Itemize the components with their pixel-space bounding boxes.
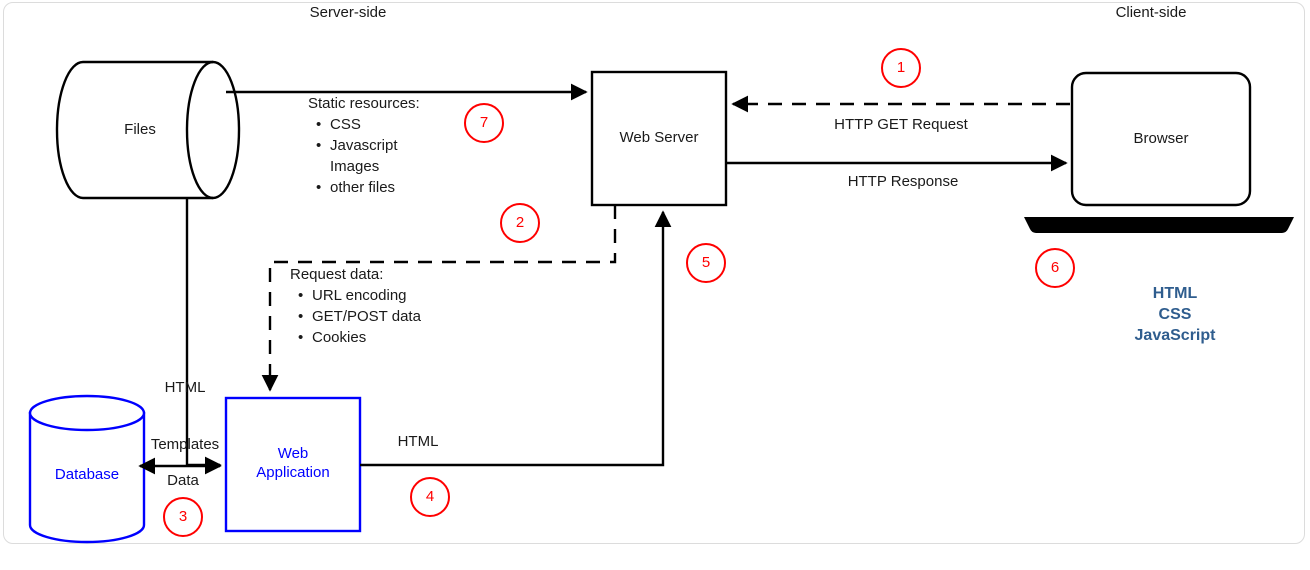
step-number-3: 3 (163, 497, 203, 537)
client-stack-html: HTML (1152, 285, 1198, 302)
list-item: Cookies (298, 327, 421, 348)
edge-html-to-webserver (360, 210, 672, 467)
web-server-box (590, 70, 728, 207)
client-side-title: Client-side (1115, 4, 1187, 21)
web-application-label: Web Application (226, 444, 360, 482)
list-item: CSS (316, 114, 420, 135)
client-stack-text: HTML CSS JavaScript (1110, 283, 1240, 346)
static-resources-heading: Static resources: (308, 95, 420, 112)
static-resources-group: Static resources: CSS Javascript Images … (308, 93, 420, 198)
list-item: URL encoding (298, 285, 421, 306)
http-get-request-label: HTTP GET Request (834, 116, 968, 133)
web-server-label: Web Server (619, 129, 699, 146)
web-application-box (224, 396, 362, 533)
html-label: HTML (397, 433, 439, 450)
list-item: other files (316, 177, 420, 198)
list-item: Images (330, 158, 380, 175)
client-stack-css: CSS (1158, 306, 1192, 323)
web-application-label-line1: Web (277, 445, 309, 462)
database-cylinder (28, 394, 146, 544)
static-resources-list: CSS Javascript Images other files (308, 114, 420, 198)
http-response-label: HTTP Response (847, 173, 959, 190)
request-data-heading: Request data: (290, 266, 384, 283)
html-templates-label-line2: Templates (150, 436, 220, 453)
html-templates-label: HTML Templates (130, 340, 240, 492)
request-data-group: Request data: URL encoding GET/POST data… (290, 264, 421, 348)
list-item: GET/POST data (298, 306, 421, 327)
laptop-base-shape (1024, 217, 1294, 233)
data-label: Data (167, 472, 199, 489)
files-label: Files (124, 121, 156, 138)
step-number-4: 4 (410, 477, 450, 517)
list-item: Javascript (316, 135, 420, 156)
files-cylinder (55, 60, 241, 200)
web-application-label-line2: Application (256, 464, 330, 481)
browser-label: Browser (1133, 130, 1189, 147)
server-side-title: Server-side (309, 4, 387, 21)
request-data-list: URL encoding GET/POST data Cookies (290, 285, 421, 348)
html-templates-label-line1: HTML (164, 379, 206, 396)
step-number-7: 7 (464, 103, 504, 143)
step-number-1: 1 (881, 48, 921, 88)
step-number-5: 5 (686, 243, 726, 283)
client-stack-javascript: JavaScript (1134, 327, 1216, 344)
step-number-6: 6 (1035, 248, 1075, 288)
database-label: Database (54, 466, 120, 483)
step-number-2: 2 (500, 203, 540, 243)
browser-box (1070, 71, 1252, 207)
edge-request-data (261, 205, 617, 392)
